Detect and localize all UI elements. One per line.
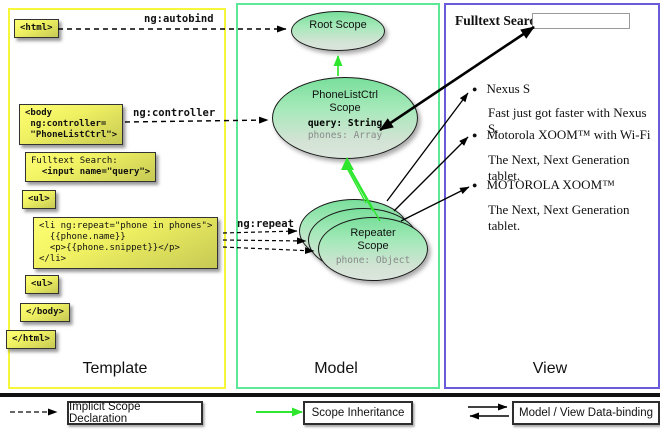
root-scope-ellipse: Root Scope xyxy=(291,11,385,51)
bullet-icon: ● xyxy=(472,180,478,190)
code-line: </li> xyxy=(39,254,67,264)
code-line: <body xyxy=(25,108,53,118)
model-column-title: Model xyxy=(314,360,358,377)
repeater-scope-ellipse: Repeater Scope phone: Object xyxy=(318,217,428,281)
code-line: <ul> xyxy=(31,279,53,289)
phonelistctrl-scope-ellipse: PhoneListCtrl Scope query: String phones… xyxy=(272,77,418,159)
legend-implicit-label: Implicit Scope Declaration xyxy=(67,401,203,425)
scope-property: query: String xyxy=(307,118,383,129)
view-item-name: ● Nexus S xyxy=(472,81,530,97)
phone-name: Motorola XOOM™ with Wi-Fi xyxy=(486,127,651,142)
scope-property: phones: Array xyxy=(307,130,383,141)
legend-inheritance-label: Scope Inheritance xyxy=(303,401,413,425)
code-line: <ul> xyxy=(28,194,50,204)
view-item-desc: The Next, Next Generation tablet. xyxy=(488,202,630,233)
ng-controller-label: ng:controller xyxy=(133,107,216,119)
view-item-desc: The Next, Next Generation tablet. xyxy=(488,152,630,183)
code-line: <p>{{phone.snippet}}</p> xyxy=(39,243,180,253)
phone-name: MOTOROLA XOOM™ xyxy=(486,177,615,192)
template-column-title: Template xyxy=(82,360,148,377)
html-close-tag-box: </html> xyxy=(6,330,56,349)
bullet-icon: ● xyxy=(472,84,478,94)
body-close-tag-box: </body> xyxy=(20,303,70,322)
ng-autobind-label: ng:autobind xyxy=(144,13,214,25)
body-open-tag-box: <body ng:controller= "PhoneListCtrl"> xyxy=(19,104,124,145)
code-line: <html> xyxy=(20,23,53,33)
scope-title: Repeater Scope xyxy=(350,227,396,252)
ng-repeat-label: ng:repeat xyxy=(237,218,294,230)
model-column xyxy=(236,3,440,389)
view-item-name: ● MOTOROLA XOOM™ xyxy=(472,177,615,193)
code-line: </html> xyxy=(12,334,50,344)
html-open-tag-box: <html> xyxy=(14,19,59,38)
view-item-name: ● Motorola XOOM™ with Wi-Fi xyxy=(472,127,650,143)
phone-name: Nexus S xyxy=(486,81,531,96)
fulltext-search-label: Fulltext Search: xyxy=(455,13,548,28)
fulltext-search-input[interactable] xyxy=(532,13,630,29)
view-column-title: View xyxy=(532,360,568,377)
ul-open-tag-box: <ul> xyxy=(22,190,56,209)
scope-property: phone: Object xyxy=(335,255,411,266)
legend-databinding-label: Model / View Data-binding xyxy=(512,401,660,425)
fulltext-search-template-box: Fulltext Search: <input name="query"> xyxy=(25,152,157,182)
bullet-icon: ● xyxy=(472,130,478,140)
code-line: </body> xyxy=(26,307,64,317)
code-line: <input name="query"> xyxy=(31,167,151,177)
code-line: Fulltext Search: xyxy=(31,156,118,166)
code-line: <li ng:repeat="phone in phones"> xyxy=(39,221,213,231)
code-line: {{phone.name}} xyxy=(39,232,126,242)
legend-separator-line xyxy=(0,393,660,397)
scope-title: PhoneListCtrl Scope xyxy=(311,89,379,114)
scope-title: Root Scope xyxy=(309,19,367,31)
li-repeat-template-box: <li ng:repeat="phone in phones"> {{phone… xyxy=(33,217,219,269)
code-line: "PhoneListCtrl"> xyxy=(25,130,118,140)
view-column xyxy=(444,3,660,389)
ul-close-tag-box: <ul> xyxy=(25,275,59,294)
code-line: ng:controller= xyxy=(25,119,107,129)
